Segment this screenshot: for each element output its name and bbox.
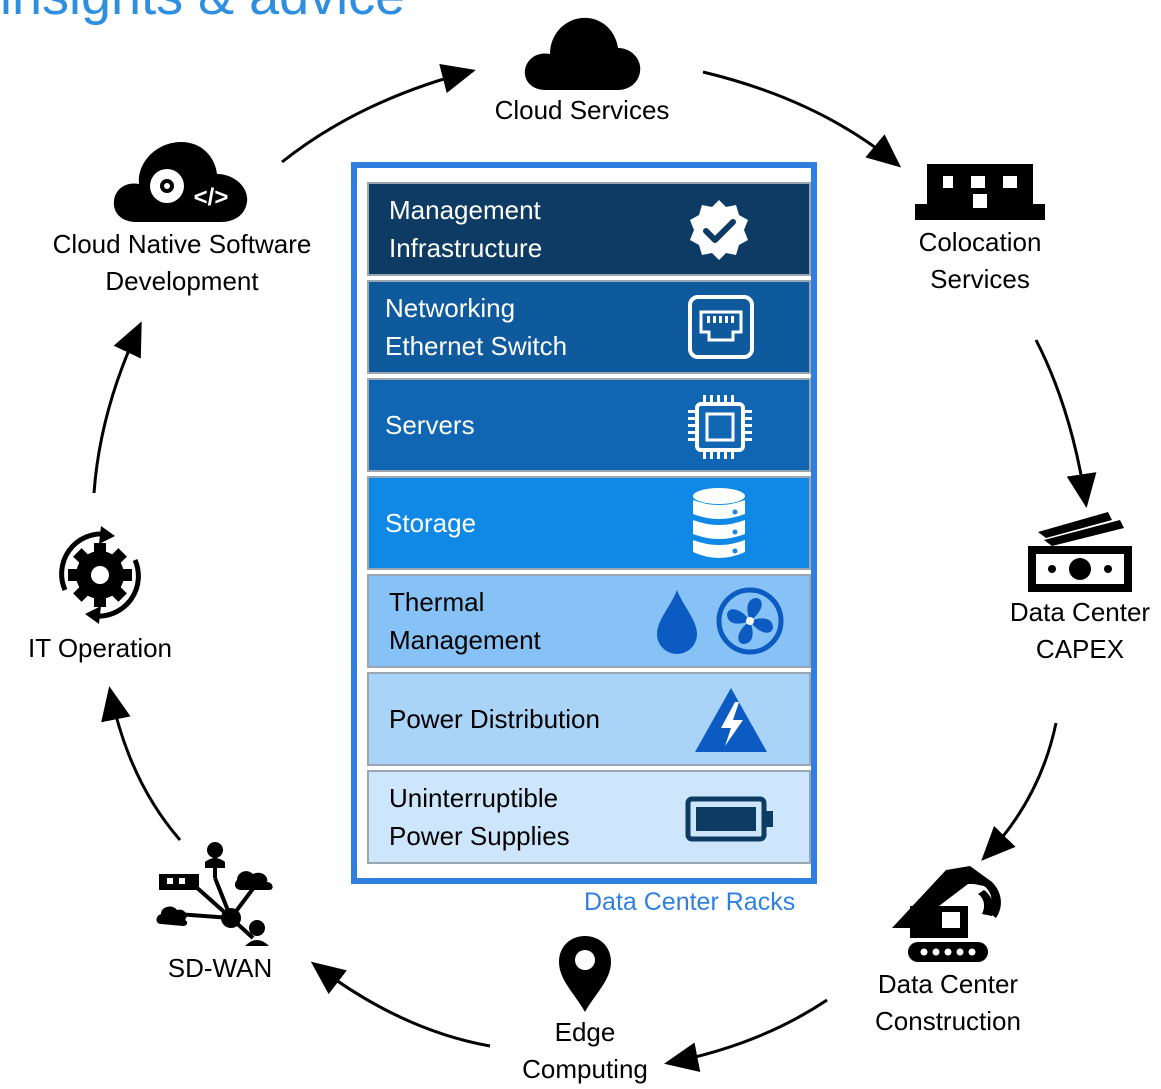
badge-check-icon [690, 200, 748, 260]
battery-icon [685, 796, 773, 842]
node-label-line1: Edge [554, 1017, 616, 1047]
high-voltage-icon [695, 688, 767, 752]
arrow-sdwan-to-itop [101, 686, 182, 841]
node-label-line2: Construction [875, 1006, 1021, 1036]
svg-text:</>: </> [194, 184, 229, 211]
arrow-cloud-to-colocation [702, 70, 902, 168]
arrow-itop-to-cloudnative [92, 321, 142, 494]
data-center-rack: Management Infrastructure Networking Eth… [351, 162, 817, 884]
node-colocation-services: Colocation Services [880, 160, 1080, 298]
rack-row-label: Management Infrastructure [389, 191, 542, 267]
node-label-line1: Data Center [1009, 597, 1151, 627]
rack-row-label-line2: Power Supplies [389, 821, 570, 851]
arrow-capex-to-construction [981, 722, 1058, 861]
rack-row-thermal-management: Thermal Management [367, 574, 811, 668]
node-label-line2: Computing [522, 1054, 648, 1084]
node-label-line1: Data Center [877, 969, 1019, 999]
rack-row-label-line1: Uninterruptible [389, 783, 559, 813]
page-title: insights & advice [0, 0, 405, 26]
rack-caption: Data Center Racks [584, 888, 796, 916]
arrow-edge-to-sdwan [310, 961, 491, 1048]
cloud-code-icon: </> [113, 142, 248, 222]
rack-row-label: Servers [385, 410, 475, 440]
rack-row-label: Uninterruptible Power Supplies [389, 779, 570, 855]
node-label: Cloud Services [494, 95, 670, 125]
network-icon [156, 842, 273, 946]
cpu-chip-icon [688, 395, 752, 459]
node-cloud-native-software-development: </> Cloud Native Software Development [26, 130, 338, 300]
cloud-icon [524, 17, 641, 90]
node-it-operation: IT Operation [10, 520, 190, 667]
rack-row-uninterruptible-power-supplies: Uninterruptible Power Supplies [367, 770, 811, 864]
node-label-line1: Cloud Native Software [52, 229, 312, 259]
node-label-line2: CAPEX [1035, 634, 1125, 664]
rack-row-label: Storage [385, 508, 477, 538]
rack-row-label-line1: Thermal [389, 587, 485, 617]
rack-row-management-infrastructure: Management Infrastructure [367, 182, 811, 276]
node-label-line2: Services [930, 264, 1030, 294]
location-pin-icon [559, 936, 611, 1012]
excavator-icon [892, 866, 1001, 962]
rack-row-label: Networking Ethernet Switch [385, 289, 567, 365]
arrow-cloudnative-to-cloud [281, 64, 476, 164]
fan-icon [716, 587, 784, 655]
money-icon [1028, 512, 1132, 592]
rack-row-label-line2: Management [389, 625, 541, 655]
node-data-center-construction: Data Center Construction [838, 862, 1058, 1040]
rack-row-storage: Storage [367, 476, 811, 570]
node-label-line2: Development [105, 266, 259, 296]
database-icon [693, 488, 745, 558]
gear-cycle-icon [59, 526, 141, 624]
node-sd-wan: SD-WAN [130, 838, 310, 987]
node-data-center-capex: Data Center CAPEX [990, 510, 1161, 668]
rack-row-servers: Servers [367, 378, 811, 472]
rack-row-label: Thermal Management [389, 583, 541, 659]
arrow-colocation-to-capex [1034, 339, 1097, 508]
node-label: IT Operation [27, 633, 173, 663]
water-drop-icon [657, 590, 697, 654]
rack-row-label-line1: Management [389, 195, 541, 225]
arrow-construction-to-edge [664, 998, 828, 1072]
node-label-line1: Colocation [918, 227, 1042, 257]
rack-row-label: Power Distribution [389, 704, 600, 734]
rack-row-label-line2: Infrastructure [389, 233, 543, 263]
rack-row-label-line2: Ethernet Switch [385, 331, 568, 361]
rack-row-networking-ethernet-switch: Networking Ethernet Switch [367, 280, 811, 374]
ethernet-port-icon [688, 295, 754, 359]
rack-row-power-distribution: Power Distribution [367, 672, 811, 766]
building-icon [915, 164, 1045, 220]
node-cloud-services: Cloud Services [470, 6, 694, 129]
node-edge-computing: Edge Computing [495, 932, 675, 1088]
node-label: SD-WAN [167, 953, 273, 983]
rack-row-label-line1: Networking [385, 293, 516, 323]
